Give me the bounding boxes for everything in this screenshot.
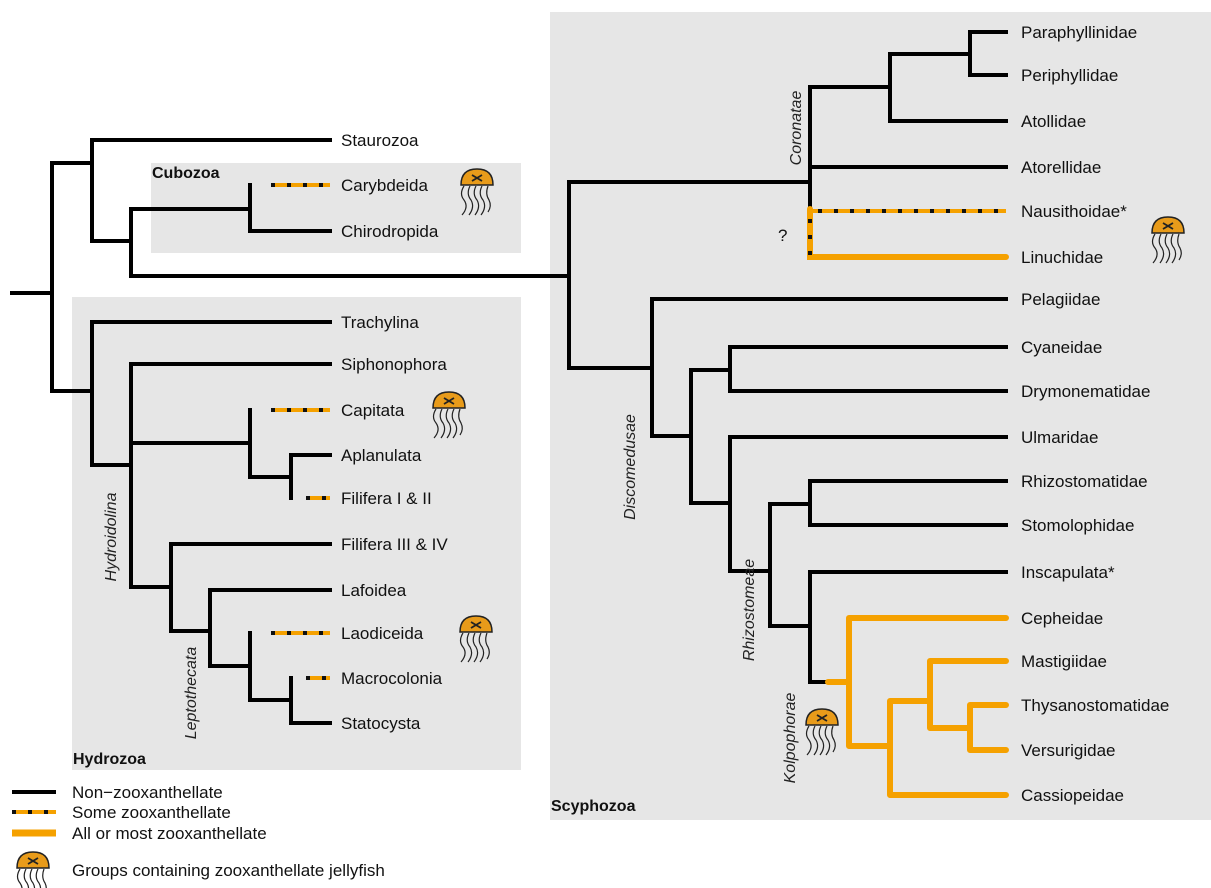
taxon-label: Drymonematidae [1021,382,1150,401]
taxon-label: Mastigiidae [1021,652,1107,671]
hydrozoa-panel [72,297,521,770]
rhizostomeae-label: Rhizostomeae [741,559,758,661]
discomedusae-label: Discomedusae [622,414,639,520]
taxon-label: Staurozoa [341,131,419,150]
taxon-label: Inscapulata* [1021,563,1115,582]
taxon-label: Atollidae [1021,112,1086,131]
taxon-label: Thysanostomatidae [1021,696,1169,715]
taxon-label: Filifera I & II [341,489,432,508]
taxon-label: Linuchidae [1021,248,1103,267]
taxon-label: Trachylina [341,313,419,332]
leptothecata-label: Leptothecata [183,647,200,740]
taxon-label: Ulmaridae [1021,428,1098,447]
taxon-label: Laodiceida [341,624,424,643]
taxon-label: Carybdeida [341,176,428,195]
uncertain-mark: ? [778,226,787,245]
taxon-label: Pelagiidae [1021,290,1100,309]
legend: Non−zooxanthellate Some zooxanthellate A… [12,783,385,888]
taxon-label: Lafoidea [341,581,407,600]
taxon-label: Cassiopeidae [1021,786,1124,805]
coronatae-label: Coronatae [788,91,805,166]
taxa-labels: Staurozoa Carybdeida Chirodropida Trachy… [341,23,1169,805]
hydroidolina-label: Hydroidolina [103,492,120,581]
taxon-label: Chirodropida [341,222,439,241]
jellyfish-icon [16,851,50,888]
tree-edges-dotted [271,183,1006,680]
taxon-label: Atorellidae [1021,158,1101,177]
taxon-label: Siphonophora [341,355,447,374]
taxon-label: Cyaneidae [1021,338,1102,357]
taxon-label: Stomolophidae [1021,516,1134,535]
tree-edges-black [10,30,1008,725]
legend-all-zoox-label: All or most zooxanthellate [72,824,267,843]
taxon-label: Macrocolonia [341,669,443,688]
taxon-label: Filifera III & IV [341,535,448,554]
taxon-label: Rhizostomatidae [1021,472,1148,491]
legend-non-zoox-label: Non−zooxanthellate [72,783,223,802]
cubozoa-label: Cubozoa [152,165,220,182]
taxon-label: Periphyllidae [1021,66,1118,85]
taxon-label: Capitata [341,401,405,420]
hydrozoa-label: Hydrozoa [73,751,146,768]
taxon-label: Aplanulata [341,446,422,465]
kolpophorae-label: Kolpophorae [782,693,799,784]
taxon-label: Cepheidae [1021,609,1103,628]
scyphozoa-label: Scyphozoa [551,798,636,815]
taxon-label: Nausithoidae* [1021,202,1127,221]
scyphozoa-panel [550,12,1211,820]
taxon-label: Paraphyllinidae [1021,23,1137,42]
legend-jellyfish-label: Groups containing zooxanthellate jellyfi… [72,861,385,880]
taxon-label: Versurigidae [1021,741,1116,760]
legend-some-zoox-label: Some zooxanthellate [72,803,231,822]
taxon-label: Statocysta [341,714,421,733]
